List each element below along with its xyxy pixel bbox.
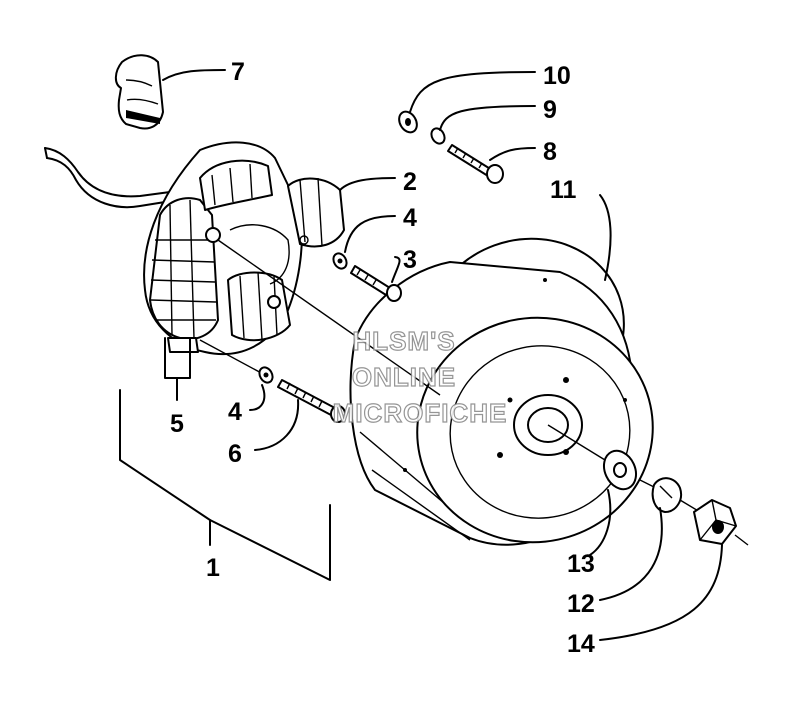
callout-7: 7 [231,58,245,86]
watermark-line-1: HLSM'S [352,326,455,356]
callout-1: 1 [206,554,220,582]
part-3-screw [350,265,402,302]
assembly-axis-lines [199,239,749,546]
callout-4-upper: 4 [403,204,417,232]
part-13-washer [602,449,638,491]
callout-10: 10 [543,62,571,90]
part-8-screw [447,144,504,184]
watermark-line-2: ONLINE [352,362,456,392]
wire-lead [44,147,171,209]
part-6-screw [277,379,346,423]
callout-14: 14 [567,630,595,658]
part-12-lock-washer [651,477,682,513]
callout-2: 2 [403,168,417,196]
callout-13: 13 [567,550,595,578]
callout-12: 12 [567,590,595,618]
callout-5: 5 [170,410,184,438]
callout-4-lower: 4 [228,398,242,426]
callout-11: 11 [550,176,577,204]
part-5-stator-assembly [143,141,345,356]
part-4-washer-lower [258,366,274,384]
callout-3: 3 [403,246,417,274]
watermark: HLSM'S ONLINE MICROFICHE [332,325,508,428]
callout-labels: 1 2 3 4 4 5 6 7 8 9 10 11 12 13 14 [170,58,595,658]
callout-9: 9 [543,96,557,124]
part-4-washer-upper [332,252,348,270]
part-14-nut [693,499,737,545]
part-7-cap [114,54,164,130]
part-10-washer [398,110,418,134]
part-9-lock-washer [430,127,446,145]
callout-6: 6 [228,440,242,468]
watermark-line-3: MICROFICHE [333,398,508,428]
callout-8: 8 [543,138,557,166]
leader-lines [119,69,723,641]
